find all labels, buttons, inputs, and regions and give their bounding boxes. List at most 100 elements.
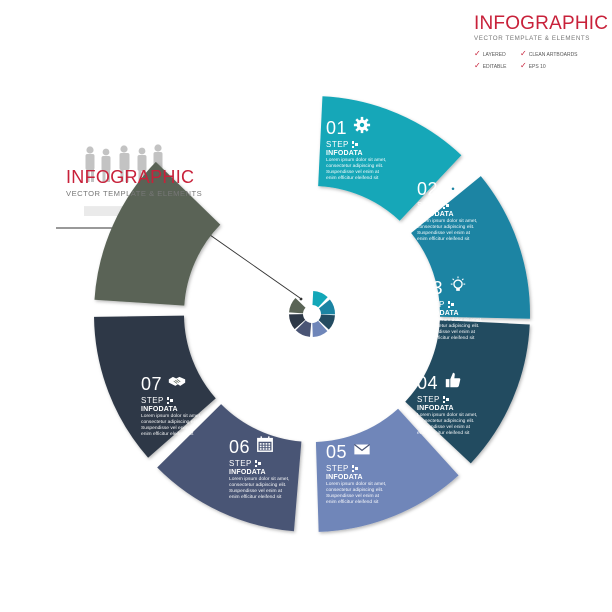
hub-segment bbox=[289, 314, 306, 330]
step-label: STEP bbox=[422, 300, 445, 309]
badge-feature: ✓EPS 10 bbox=[520, 61, 546, 70]
step-02: 02 STEP INFODATA Lorem ipsum dolor sit a… bbox=[417, 177, 477, 243]
header-subtitle: VECTOR TEMPLATE & ELEMENTS bbox=[66, 189, 203, 198]
step-03-segment bbox=[405, 320, 530, 464]
step-label: STEP bbox=[417, 201, 440, 210]
check-icon: ✓ bbox=[474, 49, 481, 58]
step-body: Lorem ipsum dolor sit amet,consectetur a… bbox=[417, 219, 477, 243]
step-body: Lorem ipsum dolor sit amet,consectetur a… bbox=[326, 482, 386, 506]
step-number: 02 bbox=[417, 178, 439, 199]
hub-segment bbox=[289, 298, 306, 314]
step-body-line: consectetur adipiscing elit. bbox=[417, 225, 475, 230]
hub-center bbox=[305, 307, 319, 321]
hub-segment bbox=[318, 314, 335, 330]
step-02-segment bbox=[411, 176, 530, 319]
step-04-segment bbox=[315, 408, 459, 532]
lightbulb-icon bbox=[443, 276, 467, 299]
step-body-line: consectetur adipiscing elit. bbox=[141, 420, 199, 425]
step-06: 06 STEP INFODATA Lorem ipsum dolor sit a… bbox=[229, 435, 289, 501]
dots-icon bbox=[447, 301, 455, 308]
step-label: STEP bbox=[417, 395, 440, 404]
badge-features: ✓LAYERED ✓CLEAN ARTBOARDS ✓EDITABLE ✓EPS… bbox=[474, 49, 606, 70]
step-number: 04 bbox=[417, 372, 439, 393]
step-body-line: Lorem ipsum dolor sit amet, bbox=[326, 482, 387, 487]
dots-icon bbox=[351, 465, 359, 472]
dots-icon bbox=[351, 141, 359, 148]
leader-line-end bbox=[299, 297, 303, 301]
check-icon: ✓ bbox=[520, 49, 527, 58]
step-body-line: enim efficitur eleifend sit bbox=[141, 432, 194, 437]
step-body-line: consectetur adipiscing elit. bbox=[417, 419, 475, 424]
step-info-title: INFODATA bbox=[417, 405, 454, 412]
step-body: Lorem ipsum dolor sit amet,consectetur a… bbox=[422, 318, 482, 342]
step-06-segment bbox=[94, 315, 216, 458]
badge-subtitle: VECTOR TEMPLATE & ELEMENTS bbox=[474, 35, 590, 42]
handshake-icon bbox=[162, 372, 186, 395]
step-number: 05 bbox=[326, 441, 348, 462]
step-label: STEP bbox=[326, 464, 349, 473]
step-body-line: Lorem ipsum dolor sit amet, bbox=[417, 413, 478, 418]
step-label: STEP bbox=[229, 459, 252, 468]
step-number: 03 bbox=[422, 277, 444, 298]
hub-segment bbox=[312, 320, 328, 337]
step-body-line: Lorem ipsum dolor sit amet, bbox=[422, 318, 483, 323]
step-body-line: Suspendisse vel enim at bbox=[417, 231, 471, 236]
step-body-line: enim efficitur eleifend sit bbox=[326, 176, 379, 181]
infographic-header: INFOGRAPHIC VECTOR TEMPLATE & ELEMENTS bbox=[66, 168, 203, 199]
step-body: Lorem ipsum dolor sit amet,consectetur a… bbox=[229, 477, 289, 501]
step-number: 07 bbox=[141, 373, 163, 394]
step-body-line: Suspendisse vel enim at bbox=[422, 330, 476, 335]
step-body-line: consectetur adipiscing elit. bbox=[229, 483, 287, 488]
calendar-icon bbox=[250, 435, 274, 458]
step-body-line: Lorem ipsum dolor sit amet, bbox=[326, 158, 387, 163]
step-info-title: INFODATA bbox=[229, 469, 266, 476]
step-body-line: enim efficitur eleifend sit bbox=[229, 495, 282, 500]
step-label: STEP bbox=[141, 396, 164, 405]
step-body-line: Suspendisse vel enim at bbox=[229, 489, 283, 494]
hub-segment bbox=[312, 291, 328, 308]
step-body: Lorem ipsum dolor sit amet,consectetur a… bbox=[326, 158, 386, 182]
step-number: 01 bbox=[326, 117, 348, 138]
step-body-line: enim efficitur eleifend sit bbox=[326, 500, 379, 505]
badge-title: INFOGRAPHIC bbox=[474, 13, 609, 34]
step-label: STEP bbox=[326, 140, 349, 149]
step-info-title: INFODATA bbox=[326, 150, 363, 157]
hub-segment bbox=[295, 320, 312, 337]
step-body-line: enim efficitur eleifend sit bbox=[417, 431, 470, 436]
step-info-title: INFODATA bbox=[141, 406, 178, 413]
step-04: 04 STEP INFODATA Lorem ipsum dolor sit a… bbox=[417, 371, 477, 437]
dots-icon bbox=[166, 397, 174, 404]
check-icon: ✓ bbox=[520, 61, 527, 70]
step-body-line: Suspendisse vel enim at bbox=[417, 425, 471, 430]
step-05-segment bbox=[157, 404, 302, 532]
step-body-line: Lorem ipsum dolor sit amet, bbox=[229, 477, 290, 482]
step-01-segment bbox=[318, 96, 462, 221]
step-info-title: INFODATA bbox=[417, 211, 454, 218]
step-body: Lorem ipsum dolor sit amet,consectetur a… bbox=[417, 413, 477, 437]
step-07-segment bbox=[94, 161, 221, 306]
hub-segment bbox=[318, 299, 335, 315]
badge-feature: ✓EDITABLE bbox=[474, 61, 507, 70]
step-07: 07 STEP INFODATA Lorem ipsum dolor sit a… bbox=[141, 372, 201, 438]
step-body-line: consectetur adipiscing elit. bbox=[422, 324, 480, 329]
thumbs-up-icon bbox=[438, 371, 462, 394]
step-03: 03 STEP INFODATA Lorem ipsum dolor sit a… bbox=[422, 276, 482, 342]
step-info-title: INFODATA bbox=[422, 310, 459, 317]
step-body: Lorem ipsum dolor sit amet,consectetur a… bbox=[141, 414, 201, 438]
step-body-line: enim efficitur eleifend sit bbox=[422, 336, 475, 341]
step-body-line: Suspendisse vel enim at bbox=[326, 170, 380, 175]
step-body-line: Lorem ipsum dolor sit amet, bbox=[417, 219, 478, 224]
step-number: 06 bbox=[229, 436, 251, 457]
step-info-title: INFODATA bbox=[326, 474, 363, 481]
step-body-line: Suspendisse vel enim at bbox=[141, 426, 195, 431]
step-body-line: consectetur adipiscing elit. bbox=[326, 164, 384, 169]
dots-icon bbox=[442, 202, 450, 209]
infographic-badge: INFOGRAPHIC VECTOR TEMPLATE & ELEMENTS ✓… bbox=[474, 13, 609, 71]
step-01: 01 STEP INFODATA Lorem ipsum dolor sit a… bbox=[326, 116, 386, 182]
step-body-line: consectetur adipiscing elit. bbox=[326, 488, 384, 493]
dots-icon bbox=[442, 396, 450, 403]
gear-icon bbox=[347, 116, 371, 139]
step-body-line: enim efficitur eleifend sit bbox=[417, 237, 470, 242]
badge-feature: ✓CLEAN ARTBOARDS bbox=[520, 49, 578, 58]
